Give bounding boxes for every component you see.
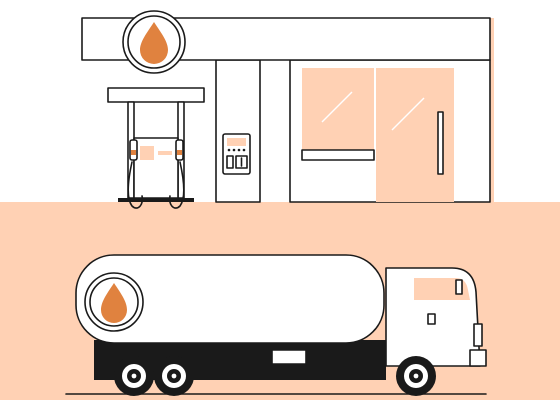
fuel-dispenser [107, 87, 205, 209]
cab-headlight [473, 323, 483, 347]
kiosk-button [237, 148, 241, 152]
pillar [215, 59, 261, 203]
kiosk-screen [227, 138, 246, 146]
station-building [215, 18, 494, 203]
tank-logo [84, 272, 144, 332]
door-reflection [391, 97, 425, 131]
window-glass [302, 68, 374, 150]
chassis-fuel-box [271, 349, 307, 365]
payment-kiosk [222, 133, 251, 175]
door-handle-cab [427, 313, 436, 325]
tanker-truck [75, 254, 487, 396]
wheel [396, 356, 436, 396]
nozzle-right-grip [177, 150, 182, 155]
side-mirror [455, 279, 463, 295]
canopy-logo [122, 10, 186, 74]
nozzle-left-grip [131, 150, 136, 155]
kiosk-card-slot [226, 155, 234, 169]
dispenser-screen-left [140, 146, 154, 160]
dispenser-top [107, 87, 205, 103]
window-sill [301, 149, 375, 161]
window-reflection [321, 91, 353, 123]
tank-body [75, 254, 385, 344]
fuel-drop-icon [101, 283, 127, 323]
wheel [154, 356, 194, 396]
fuel-drop-icon [140, 22, 168, 64]
kiosk-button [227, 148, 231, 152]
kiosk-button [232, 148, 236, 152]
dispenser-screen-right [158, 151, 172, 155]
kiosk-button [242, 148, 246, 152]
hose-left [127, 161, 144, 209]
front-bumper [469, 349, 487, 367]
wheel [114, 356, 154, 396]
door-handle [437, 111, 444, 175]
hose-right [168, 161, 185, 209]
dispenser-base [118, 198, 194, 202]
